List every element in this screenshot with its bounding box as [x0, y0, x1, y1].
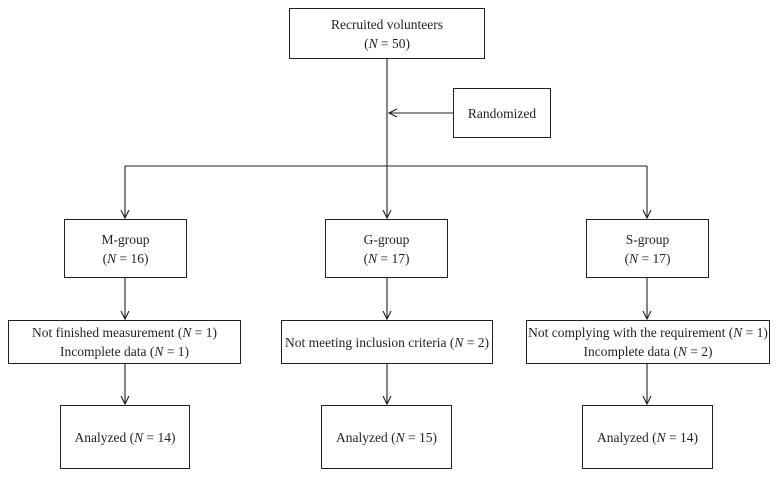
m-group-box: M-group (N = 16)	[64, 219, 187, 278]
s-group-count: (N = 17)	[624, 250, 671, 266]
s-excluded-reason-2: Incomplete data (N = 2)	[583, 344, 713, 359]
m-excluded-reason-2: Incomplete data (N = 1)	[59, 344, 190, 359]
m-analyzed-box: Analyzed (N = 14)	[60, 405, 190, 469]
recruited-title: Recruited volunteers	[330, 16, 444, 32]
g-group-box: G-group (N = 17)	[325, 219, 448, 278]
s-group-box: S-group (N = 17)	[586, 219, 709, 278]
s-excluded-box: Not complying with the requirement (N = …	[526, 320, 770, 364]
m-excluded-reason-1: Not finished measurement (N = 1)	[32, 325, 217, 340]
m-group-count: (N = 16)	[102, 250, 149, 266]
m-group-title: M-group	[101, 231, 150, 247]
g-group-count: (N = 17)	[363, 250, 410, 266]
s-analyzed-box: Analyzed (N = 14)	[582, 405, 713, 469]
randomized-box: Randomized	[453, 88, 551, 138]
g-excluded-box: Not meeting inclusion criteria (N = 2)	[281, 320, 493, 364]
recruited-volunteers-box: Recruited volunteers (N = 50)	[289, 8, 485, 59]
g-analyzed-box: Analyzed (N = 15)	[321, 405, 452, 469]
g-analyzed-label: Analyzed (N = 15)	[336, 429, 437, 445]
s-group-title: S-group	[625, 231, 670, 247]
g-excluded-reason-1: Not meeting inclusion criteria (N = 2)	[284, 334, 490, 350]
randomized-label: Randomized	[467, 105, 537, 121]
s-analyzed-label: Analyzed (N = 14)	[597, 429, 698, 445]
s-excluded-reason-1: Not complying with the requirement (N = …	[528, 325, 768, 340]
m-analyzed-label: Analyzed (N = 14)	[74, 429, 176, 445]
g-group-title: G-group	[363, 231, 410, 247]
recruited-count: (N = 50)	[364, 35, 410, 51]
m-excluded-box: Not finished measurement (N = 1) Incompl…	[8, 320, 241, 364]
